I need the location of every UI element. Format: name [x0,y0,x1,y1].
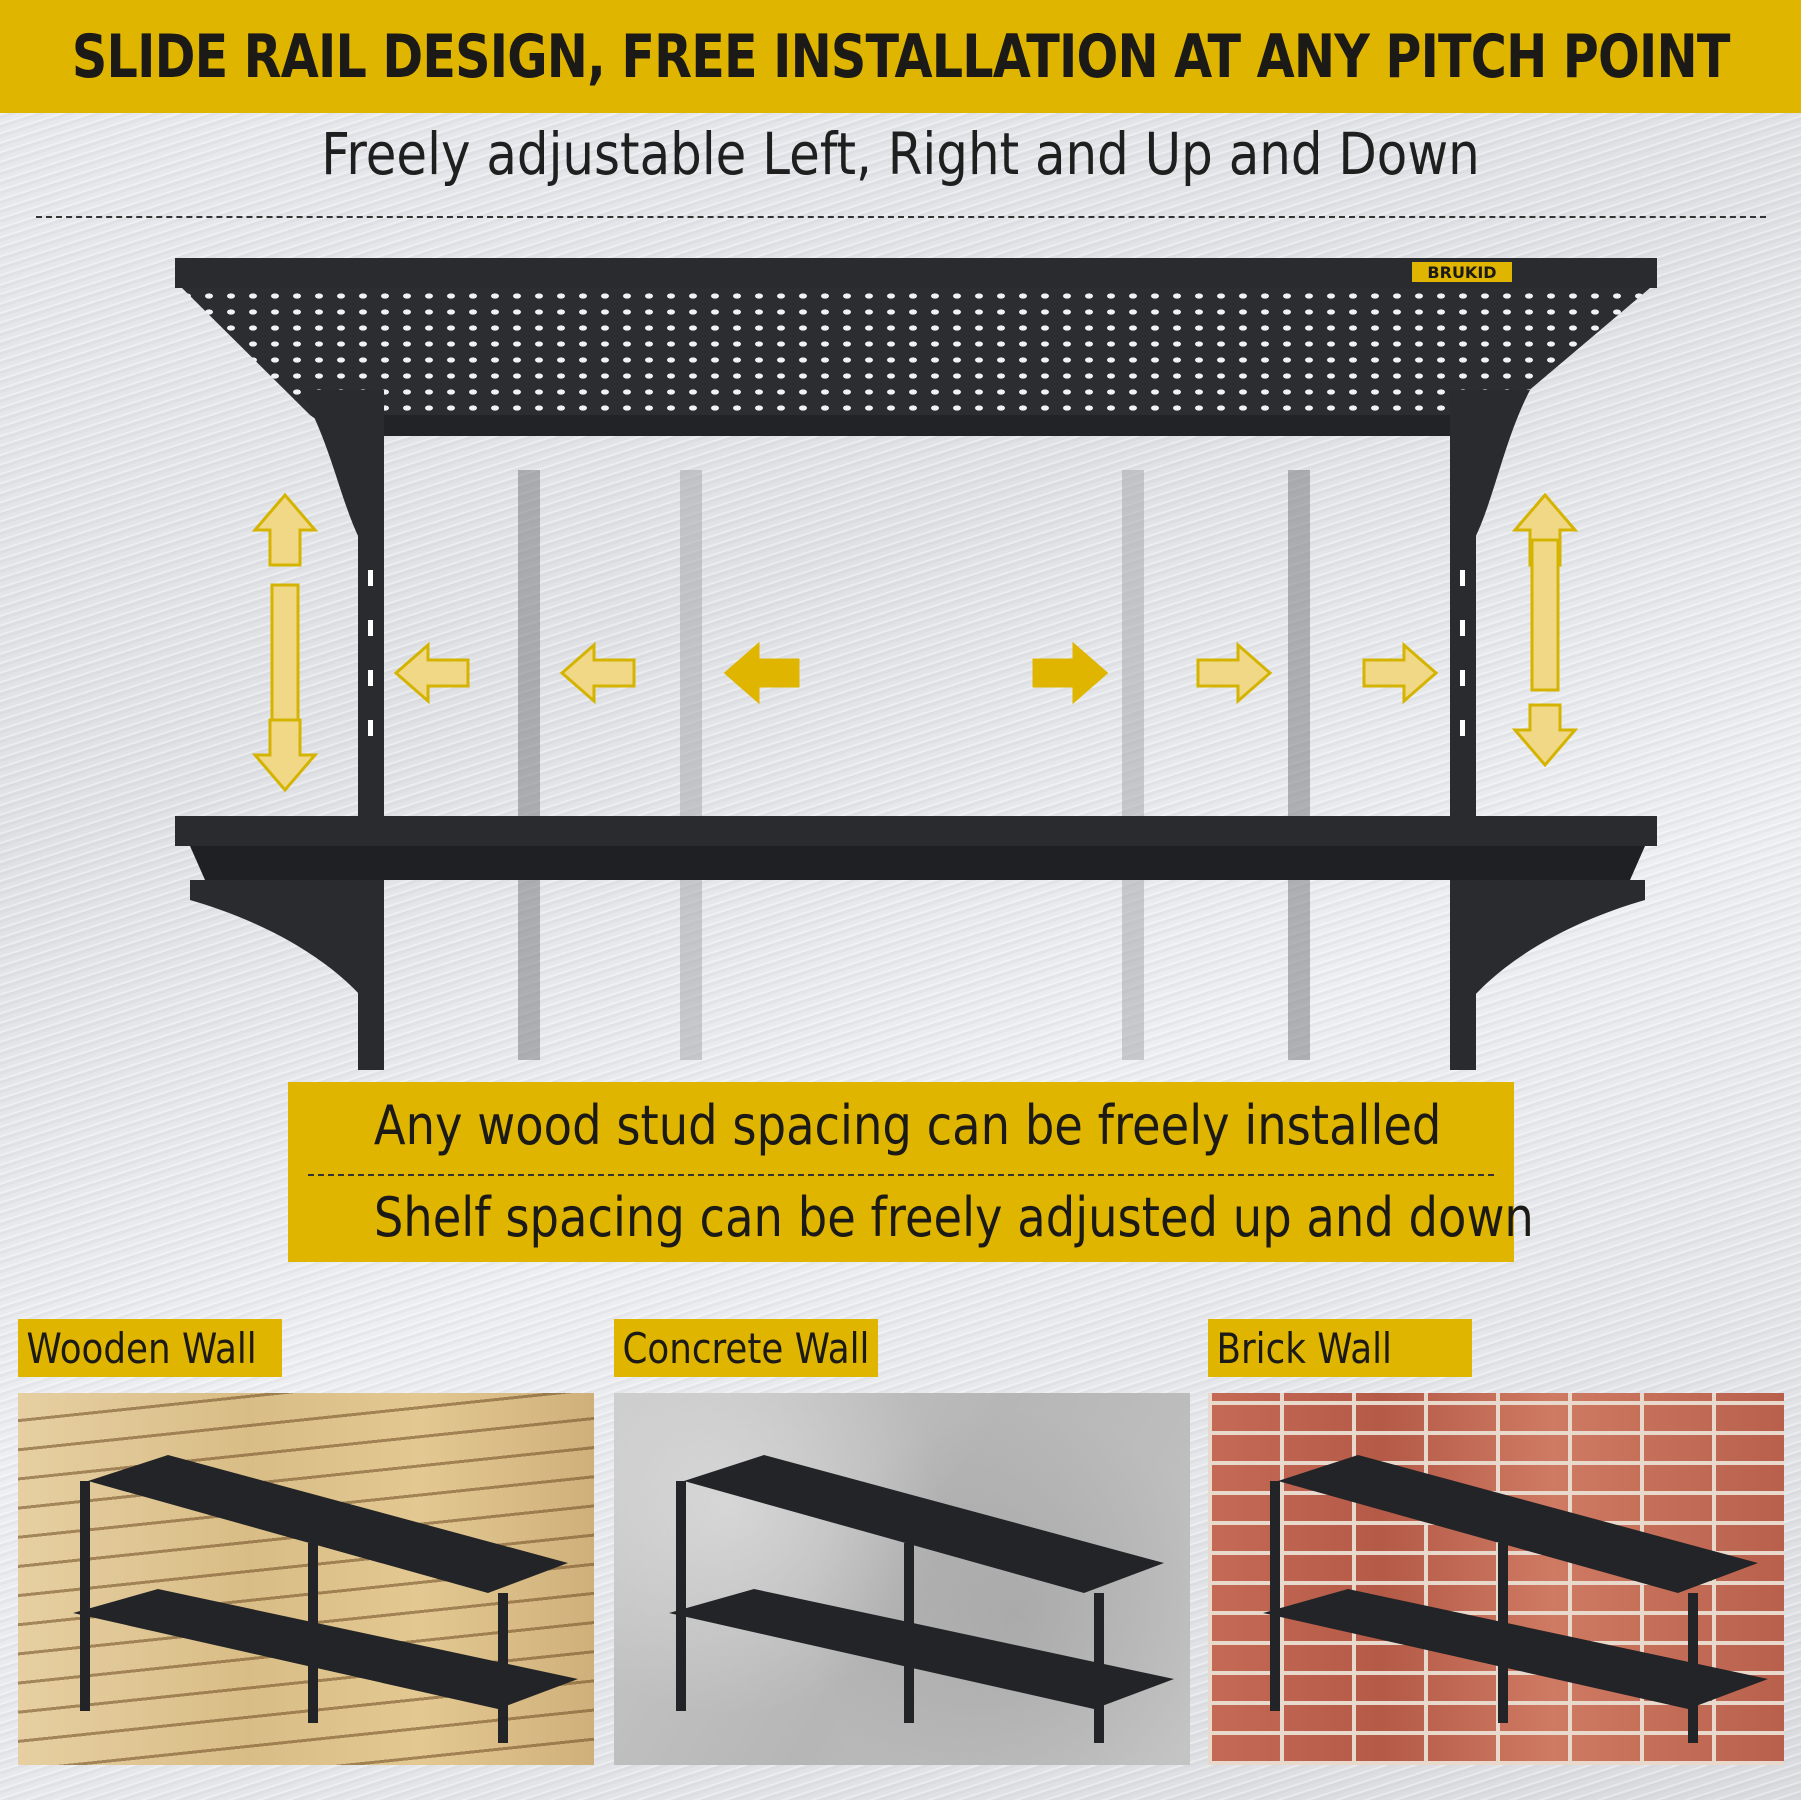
wall-label-wooden: Wooden Wall [18,1319,282,1377]
subtitle: Freely adjustable Left, Right and Up and… [321,120,1480,188]
shelf-thumbnail [1263,1455,1768,1743]
info-dashed-divider [308,1174,1494,1176]
wall-label-brick: Brick Wall [1208,1319,1472,1377]
info-box: Any wood stud spacing can be freely inst… [288,1082,1534,1262]
wall-label-concrete: Concrete Wall [614,1319,878,1377]
concrete-wall-photo [614,1393,1190,1765]
arrow-up-down-icon-right [1511,492,1579,768]
shelf-thumbnail [669,1455,1174,1743]
top-shelf: BRUKID [175,258,1657,436]
info-line-shelf-spacing: Shelf spacing can be freely adjusted up … [373,1186,1534,1249]
shelf-illustration: BRUKID [175,258,1657,1070]
brand-logo: BRUKID [1427,263,1496,282]
arrow-right-icon [1032,641,1439,705]
shelf-thumbnail [73,1455,578,1743]
banner-title: SLIDE RAIL DESIGN, FREE INSTALLATION AT … [71,21,1730,92]
wooden-wall-photo [18,1393,594,1765]
bottom-shelf [175,816,1657,1020]
brick-wall-photo [1208,1393,1784,1765]
top-banner: SLIDE RAIL DESIGN, FREE INSTALLATION AT … [0,0,1801,113]
arrow-up-down-icon [251,492,319,793]
dashed-divider [36,216,1766,218]
info-line-stud-spacing: Any wood stud spacing can be freely inst… [373,1094,1442,1157]
arrow-left-icon [393,641,800,705]
